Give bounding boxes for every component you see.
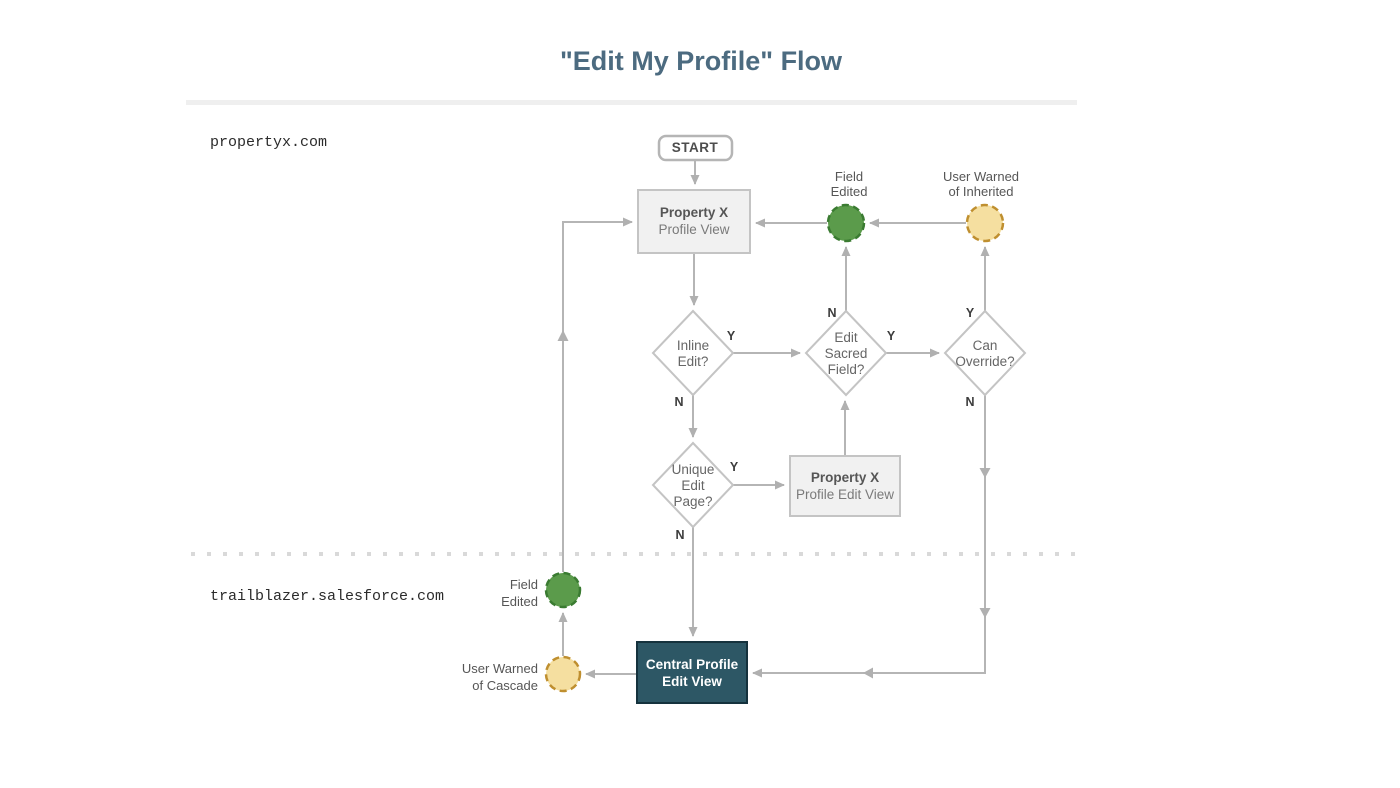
label-edit-sacred-no: N [827, 306, 836, 320]
decision-label-line: Edit [681, 478, 705, 493]
property-x-profile-view-node: Property X Profile View [637, 189, 751, 254]
event-label-line: Field [510, 577, 538, 592]
diagram-title: "Edit My Profile" Flow [560, 46, 843, 76]
decision-label-line: Page? [673, 494, 712, 509]
zone-label-trailblazer: trailblazer.salesforce.com [210, 588, 444, 605]
field-edited-event-top: Field Edited [826, 169, 868, 243]
decision-label-line: Edit? [678, 354, 709, 369]
label-inline-edit-no: N [674, 395, 683, 409]
branch-labels: Y N N Y Y N Y N [674, 306, 974, 542]
mid-arrowhead-up [557, 330, 569, 341]
label-unique-edit-yes: Y [730, 460, 739, 474]
start-node-label: START [672, 140, 719, 155]
mid-arrowhead-down [979, 468, 991, 478]
node-label-line: Profile Edit View [796, 487, 894, 502]
edge-field-edited-bottom-to-profile-view [562, 217, 633, 572]
can-override-decision: Can Override? [943, 309, 1027, 397]
inline-edit-decision: Inline Edit? [651, 309, 735, 397]
event-label-line: Edited [501, 594, 538, 609]
event-label-line: of Inherited [948, 184, 1013, 199]
user-warned-cascade-event: User Warned of Cascade [462, 655, 582, 693]
event-label-line: of Cascade [472, 678, 538, 693]
node-label-line: Central Profile [646, 657, 739, 672]
edit-sacred-field-decision: Edit Sacred Field? [804, 309, 888, 397]
mid-arrowhead-down [979, 608, 991, 618]
property-x-profile-edit-view-node: Property X Profile Edit View [789, 455, 901, 517]
user-warned-inherited-event: User Warned of Inherited [943, 169, 1019, 243]
label-unique-edit-no: N [675, 528, 684, 542]
decision-label-line: Field? [828, 362, 865, 377]
mid-arrowhead-left [863, 667, 873, 679]
connectors [557, 160, 991, 679]
decision-label-line: Inline [677, 338, 709, 353]
label-inline-edit-yes: Y [727, 329, 736, 343]
decision-label-line: Sacred [825, 346, 868, 361]
decision-label-line: Edit [834, 330, 858, 345]
decision-label-line: Can [973, 338, 998, 353]
start-node: START [657, 134, 734, 162]
event-label-line: User Warned [943, 169, 1019, 184]
title-underline-bar [186, 100, 1077, 105]
unique-edit-page-decision: Unique Edit Page? [651, 441, 735, 529]
event-label-line: User Warned [462, 661, 538, 676]
field-edited-event-bottom: Field Edited [501, 571, 582, 609]
label-can-override-yes: Y [966, 306, 975, 320]
event-label-line: Edited [831, 184, 868, 199]
node-label-line: Property X [811, 470, 879, 485]
decision-label-line: Unique [672, 462, 715, 477]
zone-label-propertyx: propertyx.com [210, 134, 327, 151]
label-can-override-no: N [965, 395, 974, 409]
node-label-line: Property X [660, 205, 728, 220]
decision-label-line: Override? [955, 354, 1014, 369]
event-label-line: Field [835, 169, 863, 184]
node-label-line: Profile View [658, 222, 729, 237]
central-profile-edit-view-node: Central Profile Edit View [636, 641, 748, 704]
edge-can-override-no-to-central [752, 395, 986, 678]
label-edit-sacred-yes: Y [887, 329, 896, 343]
node-label-line: Edit View [662, 674, 722, 689]
